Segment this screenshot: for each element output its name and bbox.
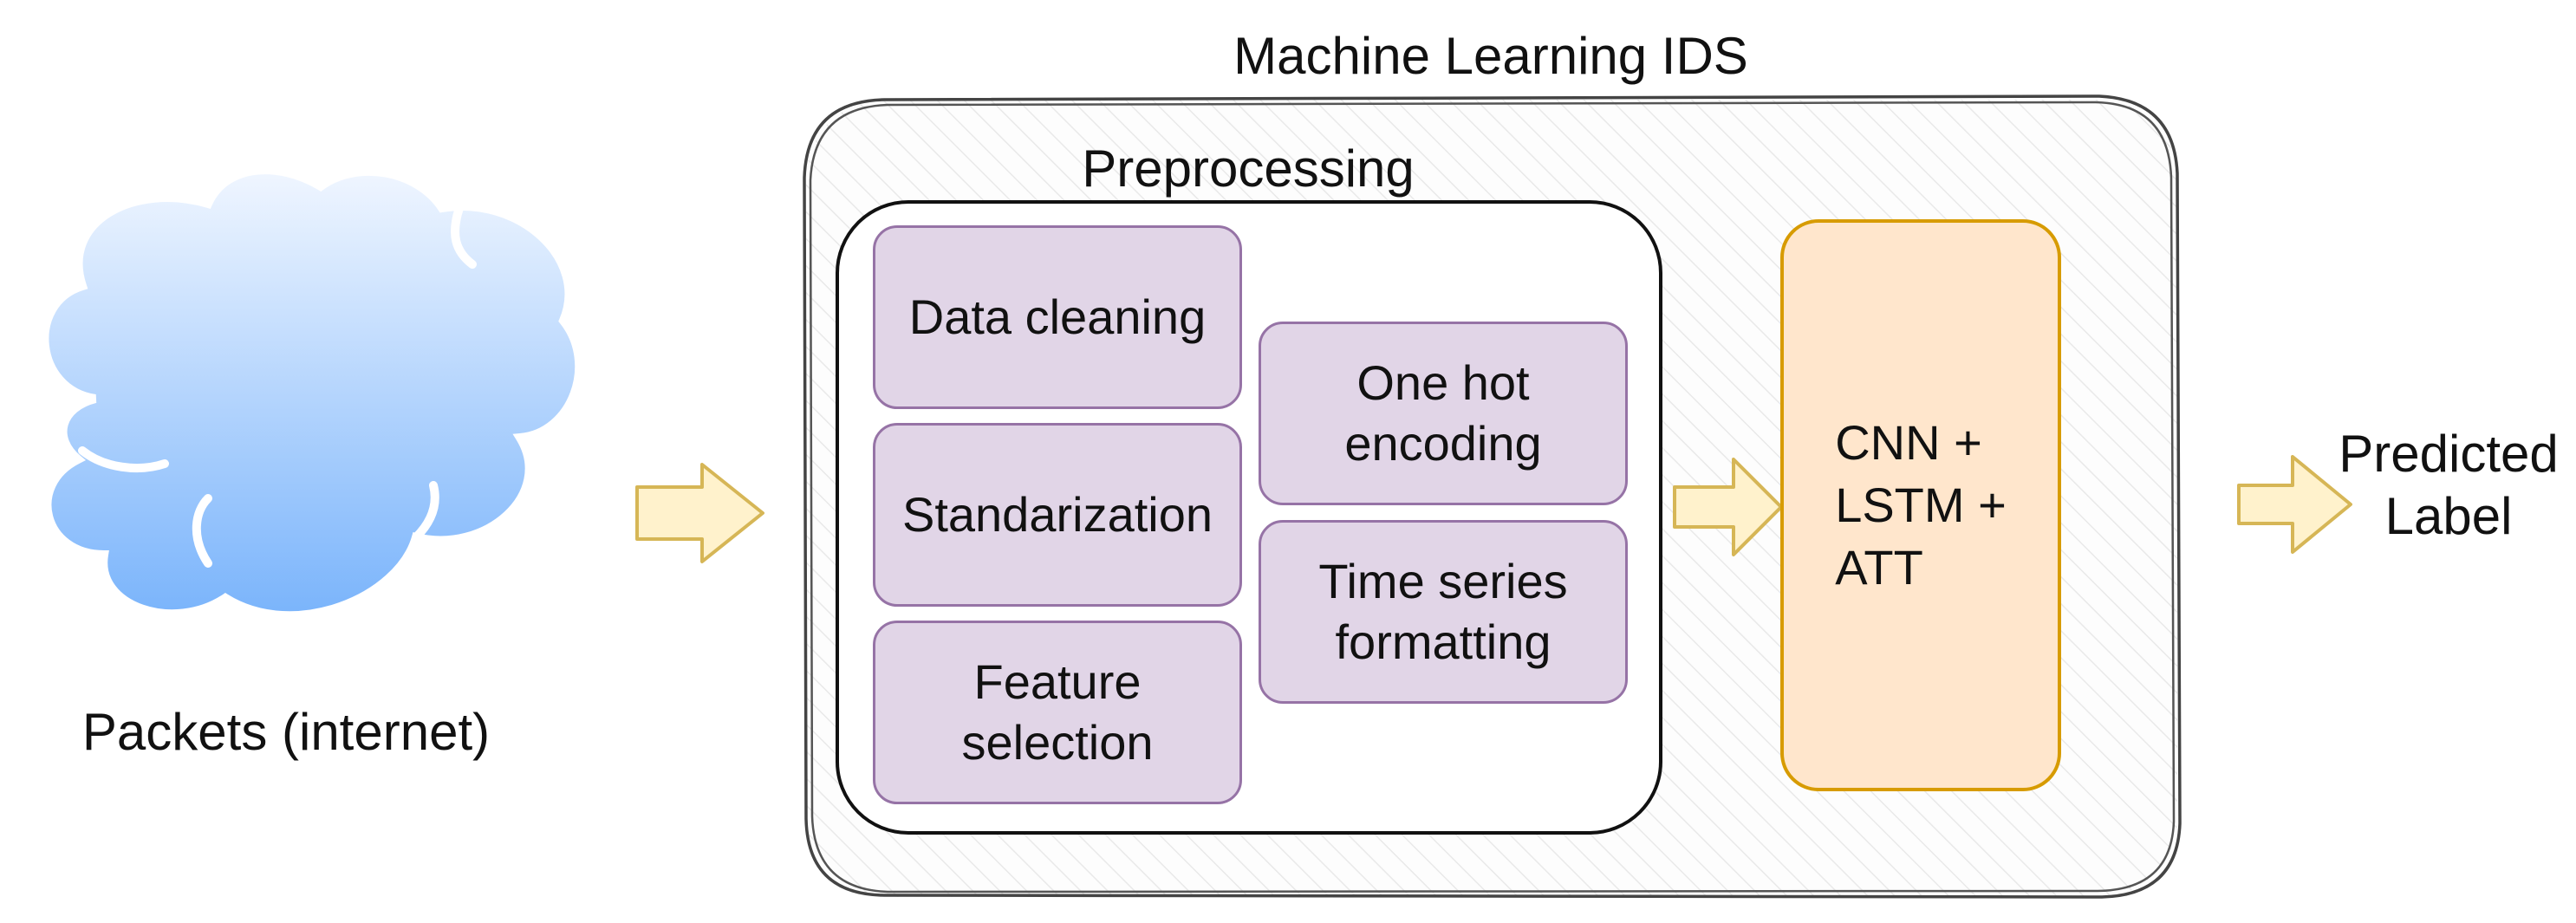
preprocessing-title: Preprocessing <box>1082 140 1415 198</box>
source-label: Packets (internet) <box>81 703 491 761</box>
step-time-series-formatting: Time series formatting <box>1259 520 1628 704</box>
ids-title: Machine Learning IDS <box>1233 27 1748 85</box>
step-data-cleaning: Data cleaning <box>873 225 1242 409</box>
arrow-to-output <box>2237 455 2352 554</box>
step-feature-selection: Feature selection <box>873 621 1242 804</box>
step-standarization: Standarization <box>873 423 1242 607</box>
cloud-icon <box>40 166 584 621</box>
model-label: CNN + LSTM + ATT <box>1835 415 2007 595</box>
arrow-to-model <box>1673 458 1783 556</box>
model-block: CNN + LSTM + ATT <box>1780 219 2061 791</box>
output-label: Predicted Label <box>2339 425 2559 545</box>
arrow-to-preprocessing <box>635 463 764 563</box>
step-one-hot-encoding: One hot encoding <box>1259 322 1628 505</box>
